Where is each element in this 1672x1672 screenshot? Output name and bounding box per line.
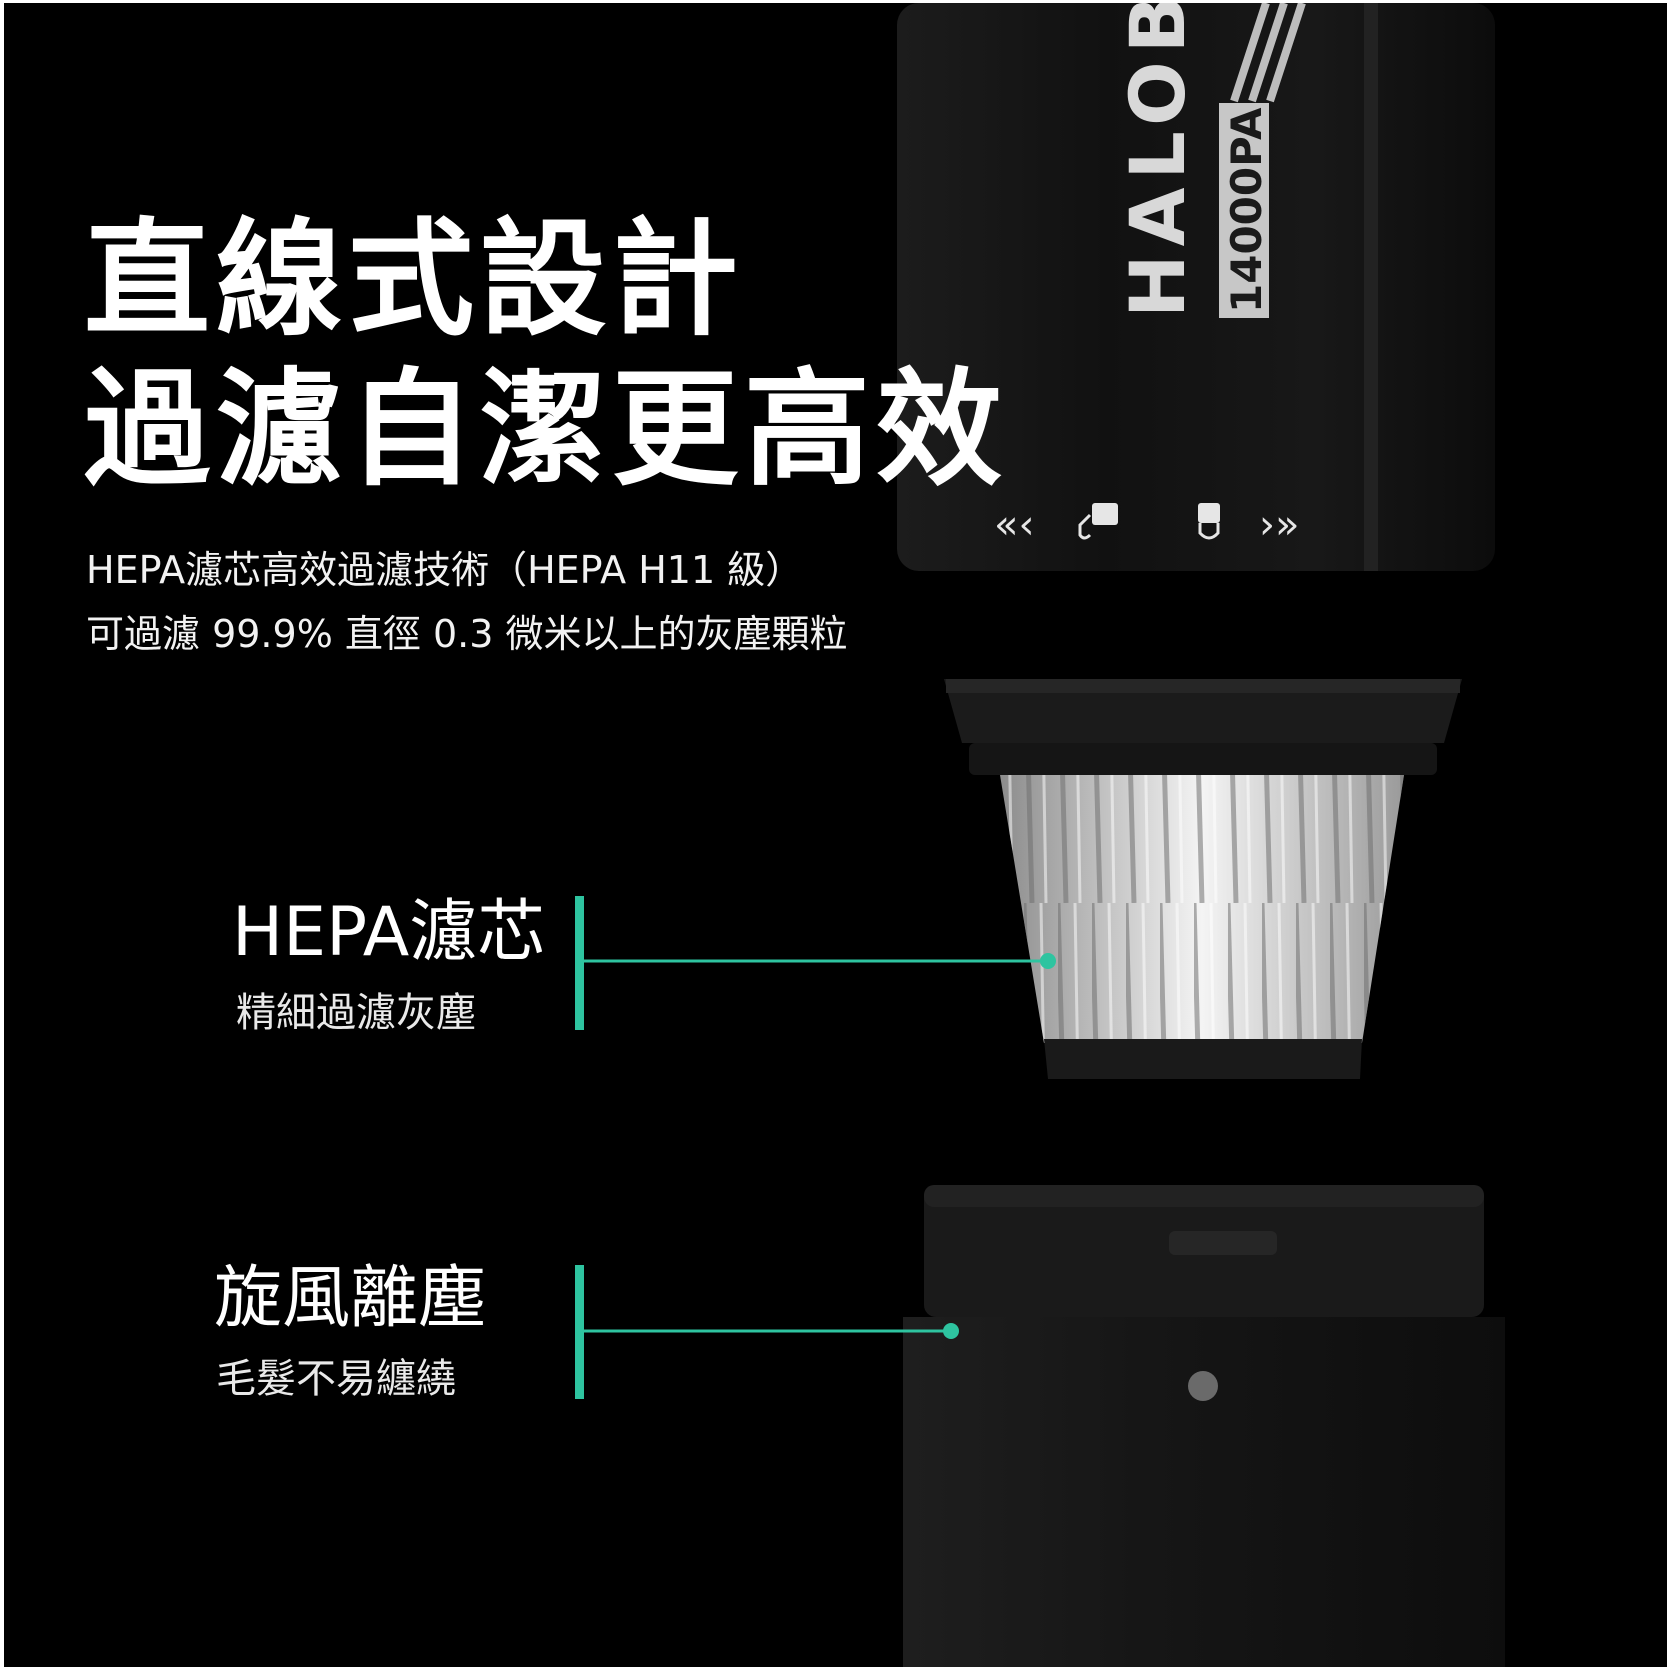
chevron-left-icon: «‹	[994, 502, 1034, 548]
hepa-filter	[1000, 775, 1404, 1079]
callout-cyclone-desc: 毛髮不易纏繞	[216, 1356, 456, 1402]
callout-cyclone-title: 旋風離塵	[214, 1259, 487, 1338]
brush-nozzle-icon	[1078, 503, 1118, 540]
release-button	[1188, 1371, 1218, 1401]
power-label: 14000PA	[1222, 107, 1271, 313]
callout-hepa-desc: 精細過濾灰塵	[236, 990, 476, 1036]
headline-line-1: 直線式設計	[84, 206, 744, 353]
motor-body	[897, 3, 1495, 571]
brand-mark: HALOBI	[1113, 3, 1202, 318]
filter-cap	[944, 679, 1462, 775]
callout-leader-hepa	[575, 896, 1056, 1030]
headline-line-2: 過濾自潔更高效	[84, 356, 1008, 503]
subtitle-line-1: HEPA濾芯高效過濾技術（HEPA H11 級）	[86, 548, 804, 592]
callout-leader-cyclone	[575, 1265, 959, 1399]
subtitle-line-2: 可過濾 99.9% 直徑 0.3 微米以上的灰塵顆粒	[86, 612, 848, 656]
airflow-beams	[1035, 3, 1366, 1667]
dust-cup	[903, 1185, 1505, 1667]
brand-label: HALOBI 14000PA	[1113, 3, 1306, 318]
callout-hepa-title: HEPA濾芯	[232, 893, 546, 972]
product-banner: HALOBI 14000PA «‹ ›»	[4, 3, 1667, 1667]
chevron-right-icon: ›»	[1259, 502, 1299, 548]
vacuum-exploded-view: HALOBI 14000PA «‹ ›»	[575, 3, 1505, 1667]
